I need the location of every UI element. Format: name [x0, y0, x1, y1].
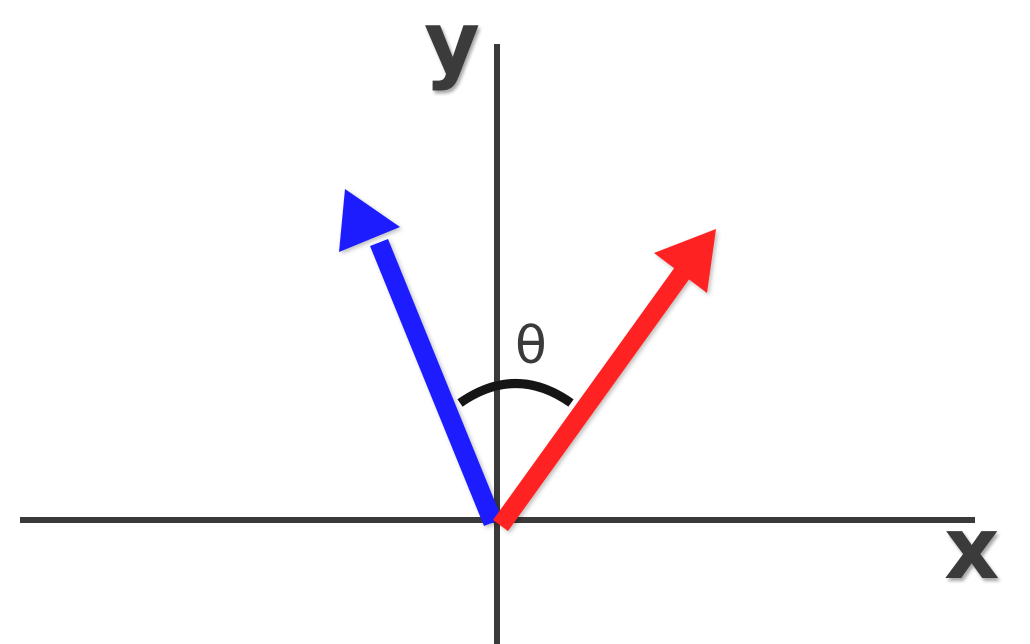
blue-vector-head	[339, 189, 400, 252]
x-axis-label: x	[944, 499, 999, 599]
red-vector	[493, 229, 716, 531]
angle-arc	[457, 379, 574, 407]
red-vector-shaft	[493, 267, 690, 531]
theta-label: θ	[515, 316, 547, 376]
blue-vector-shaft	[370, 239, 502, 526]
axes	[20, 44, 975, 644]
blue-vector	[339, 189, 502, 526]
y-axis-label: y	[424, 0, 480, 93]
red-vector-head	[654, 229, 716, 293]
